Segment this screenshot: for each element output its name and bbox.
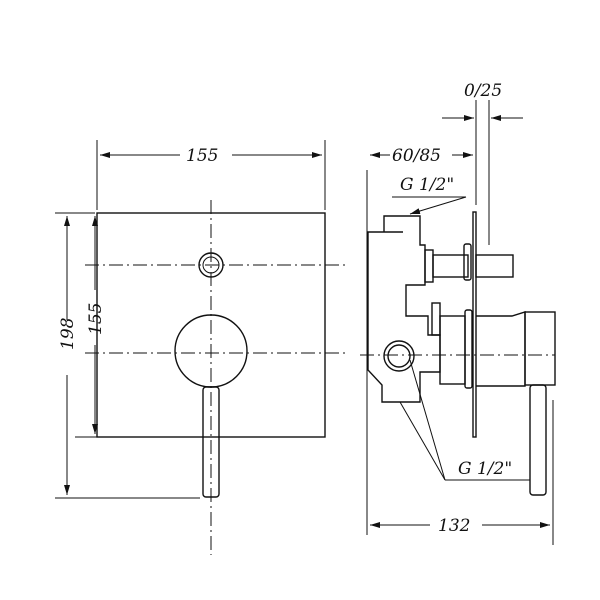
side-handle-body (524, 311, 556, 386)
diverter-knob (198, 252, 224, 278)
total-depth-dimension: 132 (438, 516, 470, 536)
front-view: 155 198 155 (55, 140, 345, 555)
offset-dimension: 0/25 (464, 81, 502, 101)
wall-plate (472, 211, 477, 438)
top-thread-label: G 1/2" (400, 175, 454, 195)
side-lever (529, 384, 547, 496)
width-dimension: 155 (186, 146, 218, 166)
bottom-thread-label: G 1/2" (458, 459, 512, 479)
depth-dimension: 60/85 (392, 146, 441, 166)
outer-height-dimension: 198 (58, 317, 78, 350)
lever-handle (202, 386, 220, 498)
side-view: 0/25 60/85 G 1/2" G 1/2" 132 (360, 81, 556, 545)
inner-height-dimension: 155 (86, 303, 106, 335)
